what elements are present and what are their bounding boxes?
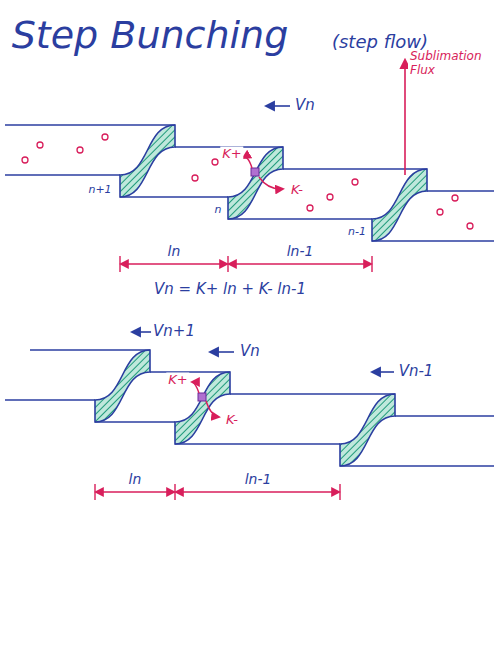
terrace-edge xyxy=(5,174,120,176)
adatom xyxy=(22,157,28,163)
terrace-edge xyxy=(395,415,494,417)
rate-arrow xyxy=(206,401,219,417)
terrace-edge xyxy=(228,218,372,220)
velocity-arrow xyxy=(266,105,290,107)
label: Vn-1 xyxy=(397,363,436,380)
label: Vn xyxy=(238,343,262,360)
terrace-edge xyxy=(30,349,150,351)
spacing-tick xyxy=(371,256,372,272)
label: ln-1 xyxy=(243,471,274,487)
terrace-edge xyxy=(175,443,340,445)
step-riser xyxy=(372,169,427,241)
spacing-tick xyxy=(174,484,175,500)
velocity-arrow xyxy=(372,371,394,373)
label: K+ xyxy=(166,373,189,388)
attachment-site xyxy=(198,393,206,401)
terrace-edge xyxy=(340,465,494,467)
step-riser xyxy=(95,350,150,422)
terrace-edge xyxy=(150,371,230,373)
label: K- xyxy=(289,183,305,198)
terrace-edge xyxy=(230,393,395,395)
terrace-edge xyxy=(95,421,175,423)
spacing-tick xyxy=(339,484,340,500)
label: ln xyxy=(166,243,183,259)
terrace-edge xyxy=(5,399,95,401)
terrace-edge xyxy=(120,196,228,198)
step-train xyxy=(5,350,494,466)
label: ln xyxy=(127,471,144,487)
adatom xyxy=(452,195,458,201)
spacing-tick xyxy=(119,256,120,272)
spacing-arrow xyxy=(121,263,227,264)
spacing-tick xyxy=(227,256,228,272)
label: n+1 xyxy=(86,184,113,197)
flux-arrow xyxy=(404,60,406,175)
adatom xyxy=(467,223,473,229)
velocity-arrow xyxy=(210,351,234,353)
label: ln-1 xyxy=(285,243,316,259)
terrace-edge xyxy=(5,124,175,126)
rate-arrow xyxy=(243,157,252,168)
label: K+ xyxy=(220,147,243,162)
adatom xyxy=(192,175,198,181)
spacing-arrow xyxy=(229,263,371,264)
title: Step Bunching xyxy=(10,14,291,58)
label: Sublimation Flux xyxy=(408,50,496,78)
adatom xyxy=(352,179,358,185)
label: n-1 xyxy=(346,226,368,239)
adatom xyxy=(37,142,43,148)
label: K- xyxy=(224,413,240,428)
adatom xyxy=(102,134,108,140)
step-riser xyxy=(340,394,395,466)
spacing-arrow xyxy=(176,491,339,492)
label: n xyxy=(213,204,224,217)
velocity-arrows xyxy=(132,60,405,372)
label: Vn = K+ ln + K- ln-1 xyxy=(152,281,308,298)
adatom xyxy=(327,194,333,200)
label: Vn+1 xyxy=(151,323,197,340)
adatom xyxy=(307,205,313,211)
spacing-tick xyxy=(94,484,95,500)
label: Vn xyxy=(293,97,317,114)
spacing-markers xyxy=(95,256,372,500)
adatom xyxy=(77,147,83,153)
terrace-edge xyxy=(427,190,494,192)
step-riser xyxy=(120,125,175,197)
step-train xyxy=(5,125,494,241)
adatom xyxy=(437,209,443,215)
adatom xyxy=(212,159,218,165)
terrace-edge xyxy=(372,240,494,242)
rate-arrow xyxy=(192,382,199,393)
rate-arrow xyxy=(259,177,283,189)
spacing-arrow xyxy=(96,491,174,492)
attachment-site xyxy=(251,168,259,176)
